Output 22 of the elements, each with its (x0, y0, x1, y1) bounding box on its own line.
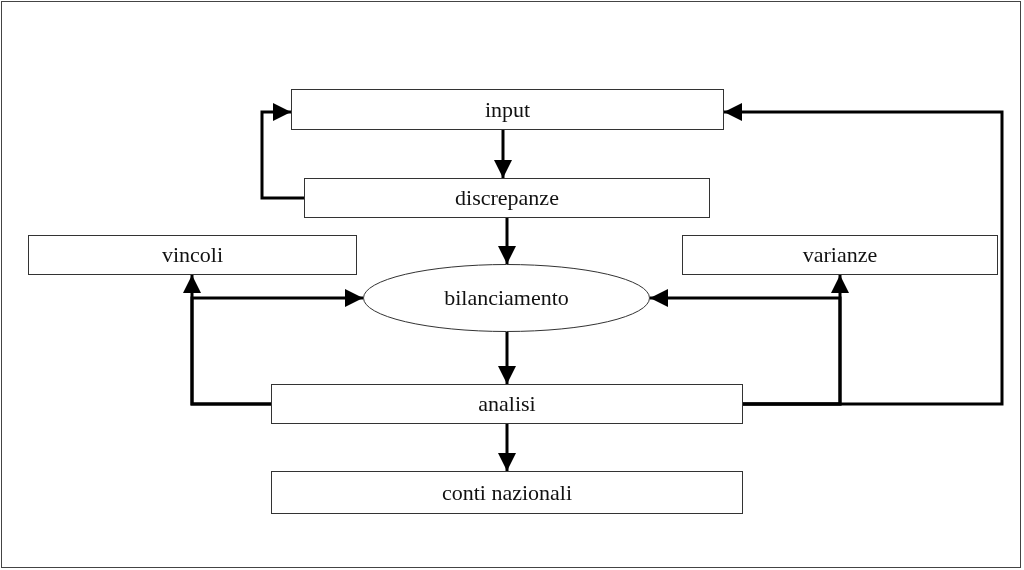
arrow (650, 289, 842, 406)
node-label: bilanciamento (444, 287, 569, 309)
process-box (271, 471, 743, 514)
arrow (724, 103, 1004, 406)
arrow (498, 218, 516, 264)
arrow (190, 289, 363, 406)
arrow (498, 424, 516, 471)
process-box (291, 89, 724, 130)
arrow (494, 130, 512, 178)
process-box (682, 235, 998, 275)
node-label: vincoli (161, 244, 224, 266)
node-label: varianze (802, 244, 878, 266)
arrow (498, 332, 516, 384)
process-box (271, 384, 743, 424)
process-box (28, 235, 357, 275)
node-label: conti nazionali (441, 481, 573, 504)
node-label: discrepanze (455, 187, 559, 209)
process-ellipse (363, 264, 650, 332)
arrow (260, 103, 304, 200)
process-box (304, 178, 710, 218)
node-label: input (484, 98, 531, 121)
node-label: analisi (478, 393, 536, 415)
